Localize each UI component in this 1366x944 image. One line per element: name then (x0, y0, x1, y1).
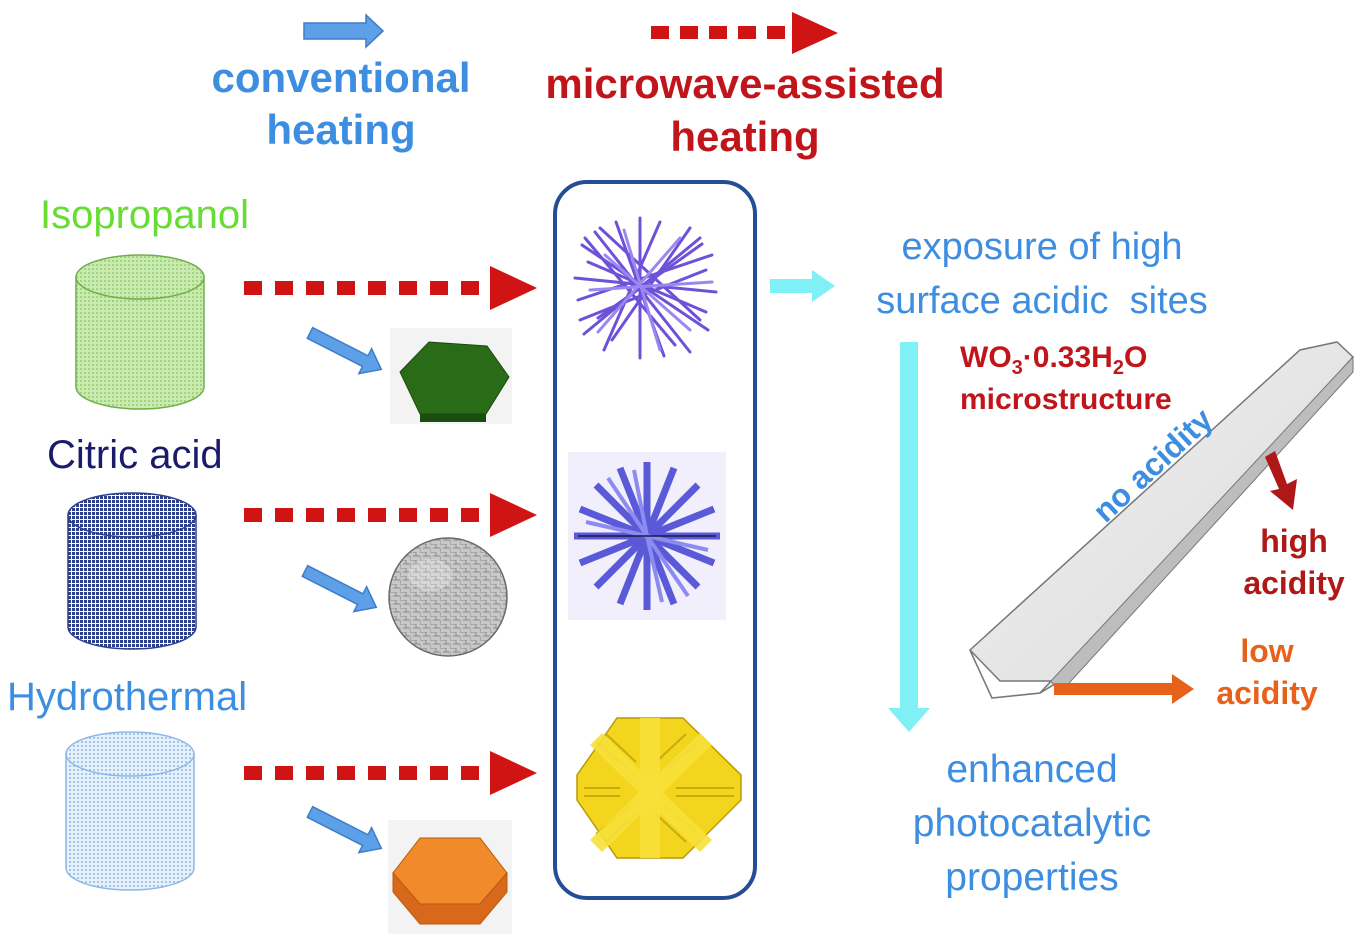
orange-hexagon-plate-icon (388, 820, 512, 934)
citric-acid-label: Citric acid (47, 433, 223, 477)
conventional-arrow-3-icon (306, 805, 383, 854)
gray-sphere-icon (388, 537, 508, 657)
enhanced-properties-label: enhanced photocatalytic properties (912, 748, 1152, 899)
microwave-arrow-1-icon (244, 266, 537, 310)
legend-conventional-label: conventional heating (211, 54, 471, 153)
citric-acid-cylinder-icon (67, 492, 197, 650)
legend-conventional-arrow-icon (303, 13, 385, 49)
hydrothermal-cylinder-icon (65, 731, 195, 891)
low-acidity-label: low acidity (1216, 633, 1318, 711)
formula-sub-3: 3 (1011, 357, 1023, 379)
formula-part-wo: WO (960, 341, 1012, 374)
conventional-arrow-2-icon (301, 564, 378, 613)
formula-sub-2: 2 (1112, 357, 1124, 379)
blue-nanorod-urchin-icon (568, 452, 726, 620)
isopropanol-label: Isopropanol (40, 193, 250, 237)
microstructure-formula: WO3·0.33H2O (960, 340, 1147, 386)
microwave-arrow-2-icon (244, 493, 537, 537)
down-arrow-icon (888, 342, 930, 732)
microwave-arrow-3-icon (244, 751, 537, 795)
microstructure-bar-icon (946, 332, 1358, 710)
isopropanol-cylinder-icon (75, 254, 205, 410)
legend-microwave-arrow-icon (651, 12, 838, 54)
yellow-hexagonal-star-icon (576, 717, 742, 859)
green-pentagon-plate-icon (390, 328, 512, 424)
high-acidity-label: high acidity (1243, 523, 1345, 601)
exposure-label: exposure of high surface acidic sites (876, 226, 1208, 322)
hydrothermal-label: Hydrothermal (7, 675, 248, 719)
legend-microwave-label: microwave-assisted heating (545, 60, 945, 160)
formula-part-o: O (1123, 341, 1148, 374)
exposure-arrow-icon (770, 270, 835, 302)
formula-part-h: ·0.33H (1022, 341, 1113, 374)
purple-nanowire-urchin-icon (573, 216, 718, 360)
low-acidity-arrow-icon (1054, 674, 1194, 704)
high-acidity-arrow-icon (1265, 451, 1297, 510)
microstructure-word: microstructure (960, 383, 1172, 416)
microwave-products-box (553, 180, 757, 900)
conventional-arrow-1-icon (306, 326, 383, 375)
